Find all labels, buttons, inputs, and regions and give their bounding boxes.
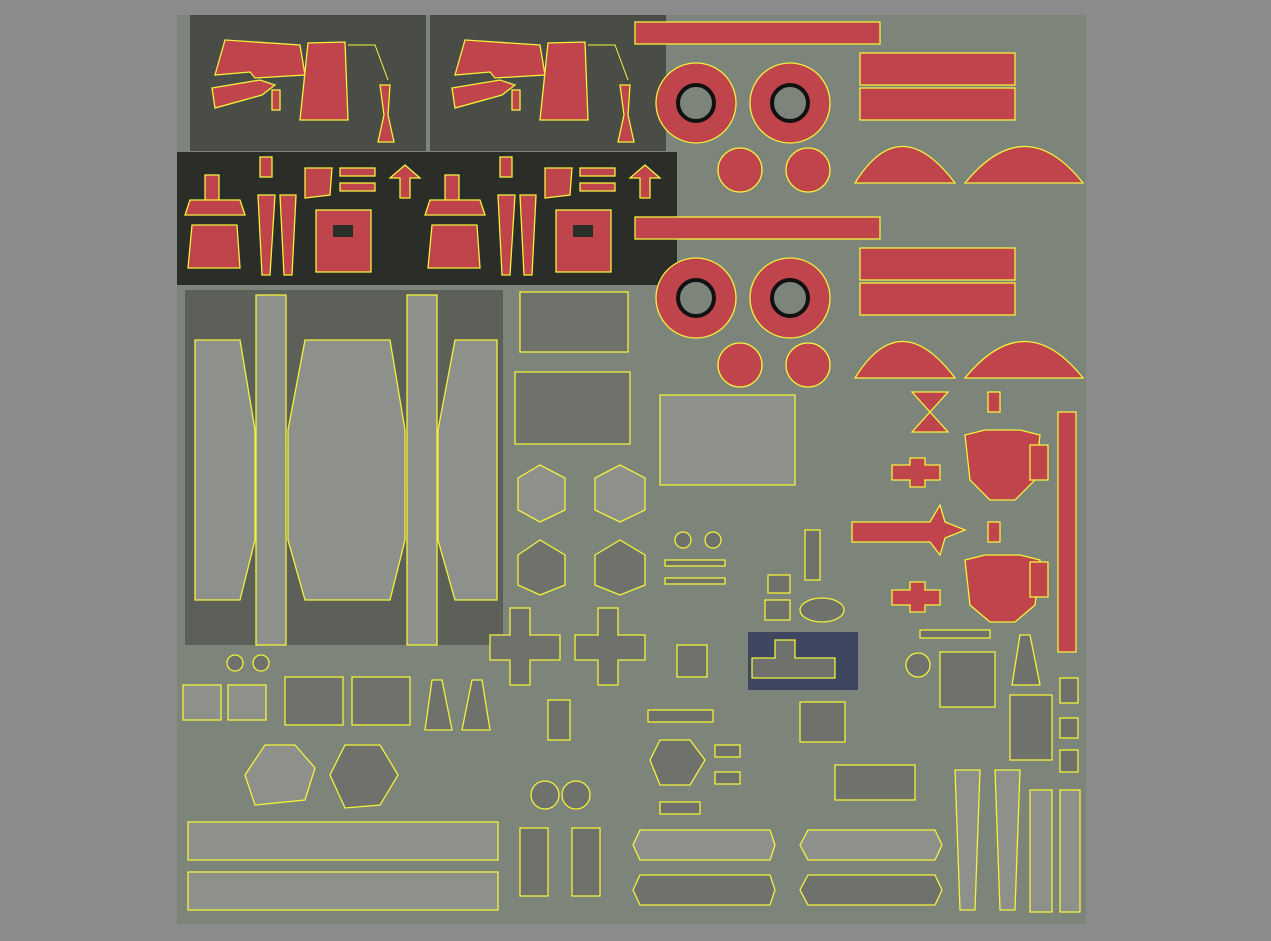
uv-island-group-band [177,152,677,285]
uv-island-group-bottom [182,654,943,911]
uv-island-group-top-left [190,15,666,151]
uv-island-group-right [834,391,1081,913]
uv-island-group-middle [489,291,858,690]
uv-island-group-large-panels [185,290,503,646]
uv-island-group-rings [633,21,1085,389]
